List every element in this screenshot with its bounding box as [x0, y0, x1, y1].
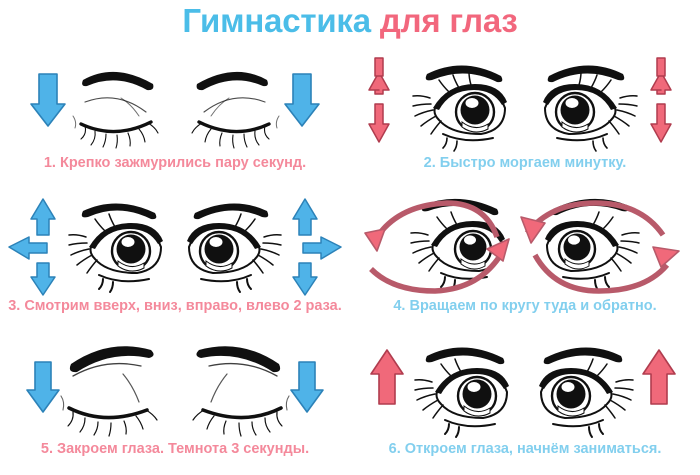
exercise-panel-6: 6. Откроем глаза, начнём заниматься. [350, 332, 700, 475]
arrow-up-blue-right [292, 198, 318, 236]
arrow-down-left-blue [26, 361, 60, 413]
open-eye-right [539, 347, 634, 438]
arrow-down-blue-right [292, 262, 318, 296]
rotation-arrowhead-left-red [364, 228, 510, 262]
rotation-arrow-left-red [369, 200, 506, 294]
open-eye-left [410, 198, 505, 291]
closed-eye-left [60, 346, 158, 437]
arrow-down-right-blue [284, 73, 320, 127]
open-eye-left [412, 65, 507, 152]
eye-illustration-1 [5, 46, 345, 154]
arrow-up-down-left-red [368, 57, 390, 143]
arrow-right-blue [302, 236, 342, 260]
page-title: Гимнастика для глаз [0, 0, 700, 37]
open-eye-right [187, 203, 282, 293]
rotation-arrowhead-right-red [520, 216, 680, 268]
exercise-panel-5: 5. Закроем глаза. Темнота 3 секунды. [0, 332, 350, 475]
open-eye-left [414, 347, 509, 438]
arrow-up-down-right-red [650, 57, 672, 143]
eye-illustration-4 [355, 189, 695, 297]
closed-eye-right [192, 346, 290, 437]
closed-eye-right [191, 71, 280, 149]
arrow-left-blue [8, 236, 48, 260]
arrow-down-right-blue [290, 361, 324, 413]
eye-illustration-6 [355, 332, 695, 440]
exercise-panel-2: 2. Быстро моргаем минутку. [350, 46, 700, 189]
eye-illustration-3 [5, 189, 345, 297]
exercise-caption-6: 6. Откроем глаза, начнём заниматься. [388, 441, 662, 457]
exercise-caption-4: 4. Вращаем по кругу туда и обратно. [393, 298, 657, 314]
arrow-up-right-red [642, 349, 676, 405]
rotation-arrow-right-red [524, 200, 670, 294]
arrow-up-left-red [370, 349, 404, 405]
open-eye-right [543, 65, 638, 152]
arrow-down-blue-left [30, 262, 56, 296]
exercise-caption-5: 5. Закроем глаза. Темнота 3 секунды. [40, 441, 310, 457]
open-eye-left [68, 203, 163, 293]
arrow-down-left-blue [30, 73, 66, 127]
page-title-blue-part: Гимнастика [182, 2, 371, 39]
open-eye-right [545, 198, 640, 291]
exercise-panel-3: 3. Смотрим вверх, вниз, вправо, влево 2 … [0, 189, 350, 332]
exercise-caption-3: 3. Смотрим вверх, вниз, вправо, влево 2 … [8, 298, 342, 314]
arrow-up-blue-left [30, 198, 56, 236]
exercise-caption-2: 2. Быстро моргаем минутку. [423, 155, 627, 171]
exercise-grid: 1. Крепко зажмурились пару секунд. [0, 46, 700, 475]
exercise-panel-1: 1. Крепко зажмурились пару секунд. [0, 46, 350, 189]
exercise-caption-1: 1. Крепко зажмурились пару секунд. [43, 155, 307, 171]
eye-illustration-2 [355, 46, 695, 154]
exercise-panel-4: 4. Вращаем по кругу туда и обратно. [350, 189, 700, 332]
eye-illustration-5 [5, 332, 345, 440]
closed-eye-left [72, 71, 159, 149]
page-title-red-part: для глаз [379, 2, 518, 39]
